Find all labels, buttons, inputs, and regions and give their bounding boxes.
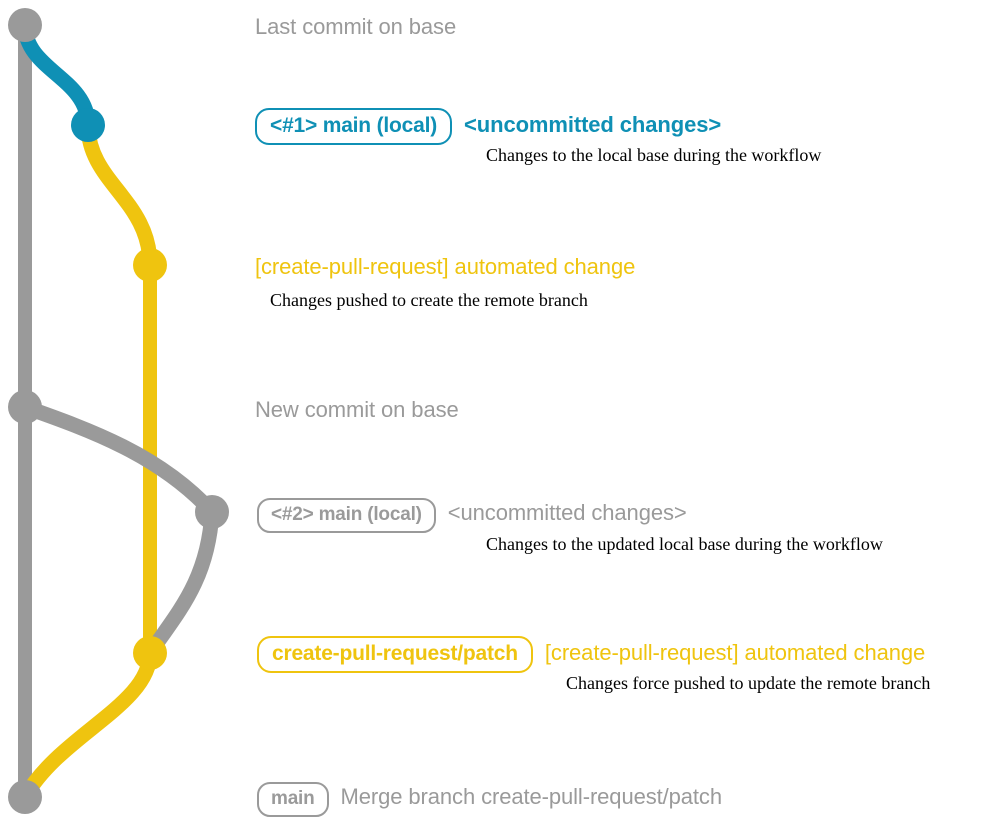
row-local-main-1: <#1> main (local) <uncommitted changes> <box>255 108 722 146</box>
gold-merge-line <box>17 645 158 805</box>
row-headline-local-main-1: <uncommitted changes> <box>464 112 722 137</box>
row-headline-automated-change-1: [create-pull-request] automated change <box>255 254 636 279</box>
row-automated-change-1: [create-pull-request] automated change <box>255 254 635 279</box>
branch-pill-create-pull-request-patch[interactable]: create-pull-request/patch <box>257 636 533 674</box>
row-subtext-local-main-2: Changes to the updated local base during… <box>486 534 883 554</box>
branch-pill-local-main-2[interactable]: <#2> main (local) <box>257 498 436 533</box>
row-subtext-local-main-1: Changes to the local base during the wor… <box>486 145 822 165</box>
row-headline-local-main-2: <uncommitted changes> <box>447 500 687 525</box>
row-new-commit-on-base: New commit on base <box>255 397 459 422</box>
teal-branch-line <box>17 17 96 133</box>
commit-node-last-commit-on-base[interactable] <box>8 8 42 42</box>
branch-pill-main[interactable]: main <box>257 782 329 817</box>
branch-pill-local-main-1[interactable]: <#1> main (local) <box>255 108 453 146</box>
commit-node-merge-commit[interactable] <box>8 780 42 814</box>
row-subtext-automated-change-1: Changes pushed to create the remote bran… <box>270 290 588 310</box>
commit-node-local-main-2[interactable] <box>195 495 229 529</box>
commit-node-automated-change-2[interactable] <box>133 636 167 670</box>
base-to-local2-line <box>17 399 220 520</box>
commit-node-new-commit-on-base[interactable] <box>8 390 42 424</box>
commit-node-local-main-1[interactable] <box>71 108 105 142</box>
row-headline-new-commit-on-base: New commit on base <box>255 397 459 422</box>
local2-to-patch-line <box>142 504 220 661</box>
row-headline-merge-commit: Merge branch create-pull-request/patch <box>340 784 723 809</box>
row-headline-automated-change-2: [create-pull-request] automated change <box>544 640 926 665</box>
row-merge-commit: main Merge branch create-pull-request/pa… <box>257 782 722 817</box>
commit-node-automated-change-1[interactable] <box>133 248 167 282</box>
row-headline-last-commit-on-base: Last commit on base <box>255 14 457 39</box>
row-last-commit-on-base: Last commit on base <box>255 14 456 39</box>
row-subtext-automated-change-2: Changes force pushed to update the remot… <box>566 673 931 693</box>
gold-branch-upper-line <box>80 117 158 273</box>
row-automated-change-2: create-pull-request/patch [create-pull-r… <box>257 636 926 674</box>
row-local-main-2: <#2> main (local) <uncommitted changes> <box>257 498 687 533</box>
